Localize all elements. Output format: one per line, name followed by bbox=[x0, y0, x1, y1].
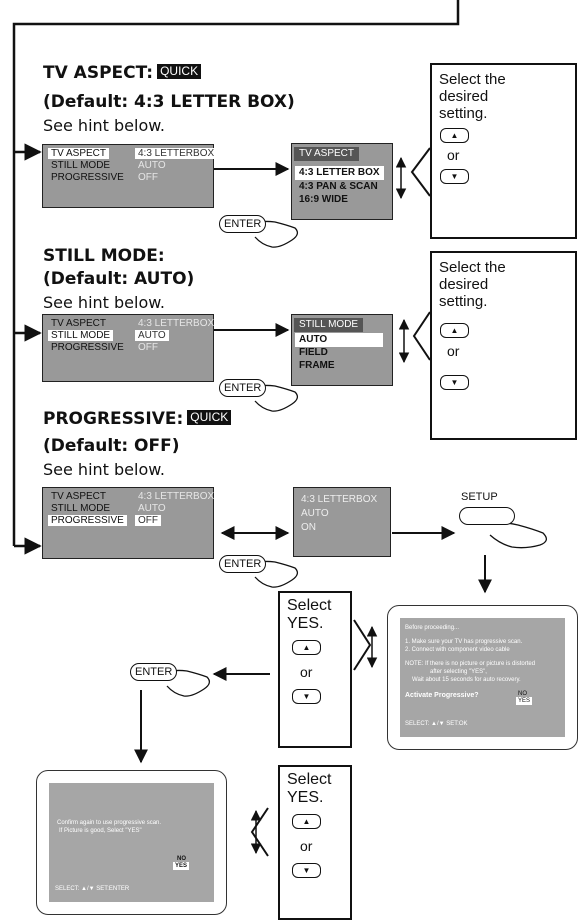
submenu-option-1[interactable]: 4:3 LETTERBOX bbox=[301, 494, 378, 505]
tv-screen-activate: Before proceeding... 1. Make sure your T… bbox=[387, 605, 578, 750]
enter-button[interactable]: ENTER bbox=[219, 555, 267, 573]
down-arrow-button[interactable]: ▼ bbox=[292, 863, 321, 878]
section-title-progressive: PROGRESSIVE:QUICK bbox=[43, 410, 232, 429]
submenu-option-2[interactable]: FIELD bbox=[299, 347, 328, 358]
section-title-tv-aspect: TV ASPECT:QUICK bbox=[43, 64, 202, 83]
tv-screen-confirm: Confirm again to use progressive scan. I… bbox=[36, 770, 227, 915]
enter-button[interactable]: ENTER bbox=[219, 215, 267, 233]
menu-item-still-mode[interactable]: STILL MODE bbox=[48, 330, 114, 341]
quick-badge: QUICK bbox=[187, 410, 232, 425]
enter-button[interactable]: ENTER bbox=[219, 379, 267, 397]
menu-item-tv-aspect[interactable]: TV ASPECT bbox=[51, 318, 107, 329]
up-arrow-button[interactable]: ▲ bbox=[440, 323, 469, 338]
option-no[interactable]: NO bbox=[518, 691, 527, 697]
menu-item-progressive[interactable]: PROGRESSIVE bbox=[51, 172, 124, 183]
menu-item-still-mode[interactable]: STILL MODE bbox=[51, 503, 111, 514]
submenu-option-3[interactable]: ON bbox=[301, 522, 316, 533]
menu-item-still-mode[interactable]: STILL MODE bbox=[51, 160, 111, 171]
down-arrow-button[interactable]: ▼ bbox=[440, 375, 469, 390]
submenu-option-3[interactable]: 16:9 WIDE bbox=[299, 194, 348, 205]
up-arrow-button[interactable]: ▲ bbox=[440, 128, 469, 143]
enter-button[interactable]: ENTER bbox=[130, 663, 178, 681]
menu-item-progressive[interactable]: PROGRESSIVE bbox=[48, 515, 127, 526]
submenu-option-1[interactable]: AUTO bbox=[295, 333, 383, 347]
hint-progressive: See hint below. bbox=[43, 460, 165, 479]
submenu-progressive: 4:3 LETTERBOX AUTO ON bbox=[293, 487, 391, 557]
up-arrow-button[interactable]: ▲ bbox=[292, 814, 321, 829]
section-title-still-mode: STILL MODE: bbox=[43, 246, 165, 266]
menu-item-tv-aspect[interactable]: TV ASPECT bbox=[51, 491, 107, 502]
submenu-tv-aspect: TV ASPECT 4:3 LETTER BOX 4:3 PAN & SCAN … bbox=[291, 143, 393, 220]
submenu-option-2[interactable]: AUTO bbox=[301, 508, 329, 519]
default-still-mode: (Default: AUTO) bbox=[43, 269, 195, 289]
menu-item-progressive[interactable]: PROGRESSIVE bbox=[51, 342, 124, 353]
down-arrow-button[interactable]: ▼ bbox=[292, 689, 321, 704]
up-arrow-button[interactable]: ▲ bbox=[292, 640, 321, 655]
quick-badge: QUICK bbox=[157, 64, 202, 79]
setup-label: SETUP bbox=[461, 491, 498, 503]
select-yes-box: Select YES. ▲ or ▼ bbox=[278, 765, 352, 920]
default-tv-aspect: (Default: 4:3 LETTER BOX) bbox=[43, 92, 295, 112]
option-no[interactable]: NO bbox=[177, 856, 186, 862]
select-setting-box: Select the desired setting. ▲ or ▼ bbox=[430, 251, 577, 440]
activate-question: Activate Progressive? bbox=[405, 692, 479, 699]
submenu-option-2[interactable]: 4:3 PAN & SCAN bbox=[299, 181, 378, 192]
select-setting-box: Select the desired setting. ▲ or ▼ bbox=[430, 63, 577, 239]
option-yes[interactable]: YES bbox=[516, 697, 533, 705]
submenu-option-1[interactable]: 4:3 LETTER BOX bbox=[295, 166, 384, 180]
setup-button[interactable] bbox=[459, 507, 515, 525]
select-yes-box: Select YES. ▲ or ▼ bbox=[278, 591, 352, 748]
submenu-title: TV ASPECT bbox=[294, 147, 360, 161]
default-progressive: (Default: OFF) bbox=[43, 436, 180, 456]
down-arrow-button[interactable]: ▼ bbox=[440, 169, 469, 184]
submenu-still-mode: STILL MODE AUTO FIELD FRAME bbox=[291, 314, 393, 386]
submenu-title: STILL MODE bbox=[294, 318, 364, 332]
hint-tv-aspect: See hint below. bbox=[43, 116, 165, 135]
menu-item-tv-aspect[interactable]: TV ASPECT bbox=[48, 148, 110, 159]
option-yes[interactable]: YES bbox=[173, 862, 190, 870]
submenu-option-3[interactable]: FRAME bbox=[299, 360, 335, 371]
hint-still-mode: See hint below. bbox=[43, 293, 165, 312]
